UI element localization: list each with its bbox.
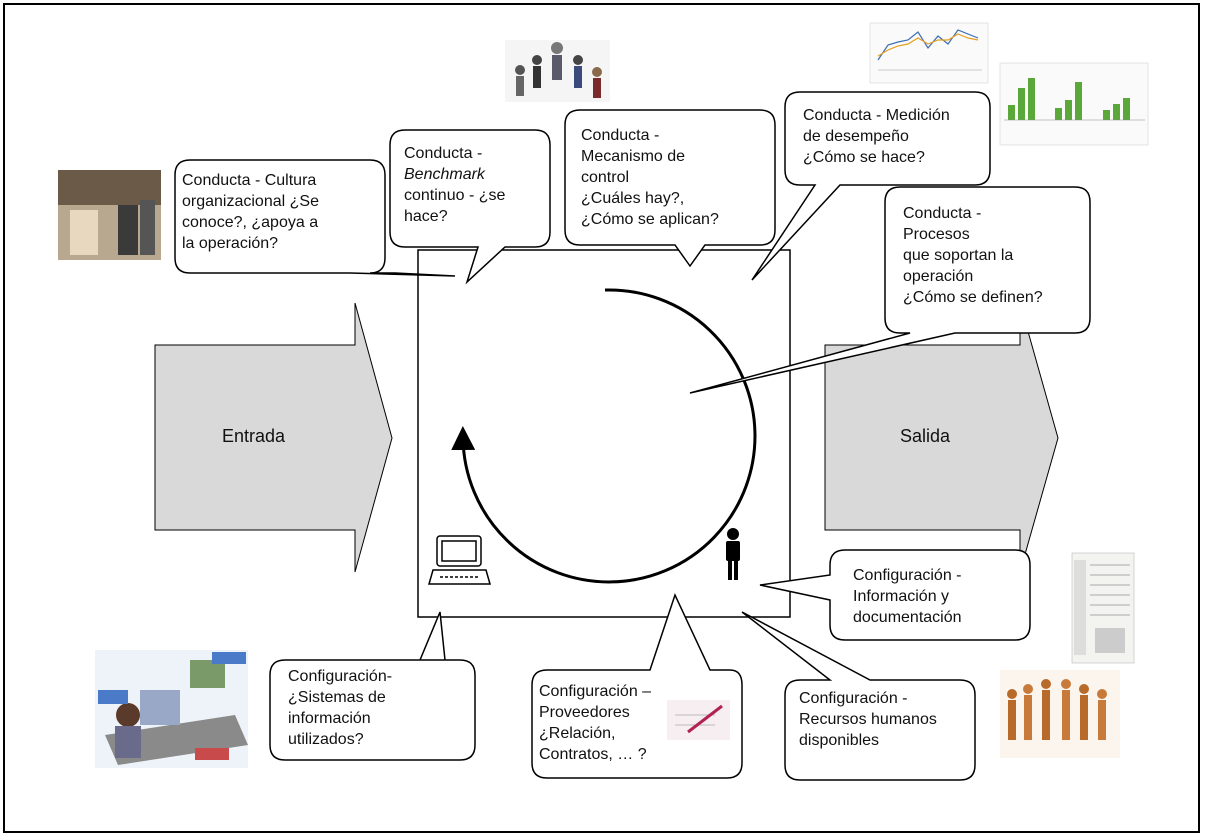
callout-control-bubble <box>564 109 776 268</box>
cycle-arrow <box>451 288 757 584</box>
callout-recursos-bubble <box>741 611 976 781</box>
output-label: Salida <box>900 426 951 446</box>
bar-charts-image <box>999 62 1149 146</box>
callout-control-text: Conducta - Mecanismo de control ¿Cuáles … <box>581 127 719 228</box>
callout-benchmark-text: Conducta - Benchmark continuo - ¿se hace… <box>404 145 506 225</box>
information-system-image <box>95 650 248 768</box>
callout-sistemas-bubble <box>269 611 476 761</box>
callout-informacion-bubble <box>759 549 1031 641</box>
signing-pen-image <box>667 700 730 740</box>
person-icon <box>726 528 740 580</box>
output-arrow <box>824 302 1059 573</box>
team-people-image <box>505 40 610 102</box>
callout-recursos-text: Configuración - Recursos humanos disponi… <box>799 690 937 749</box>
callout-medicion-bubble <box>751 91 991 281</box>
line-chart-image <box>869 22 989 84</box>
human-resources-image <box>1000 670 1120 758</box>
input-label: Entrada <box>222 426 286 446</box>
document-image <box>1071 552 1135 664</box>
callout-procesos-bubble <box>689 186 1091 394</box>
computer-icon <box>428 535 491 585</box>
callout-procesos-text: Conducta - Procesos que soportan la oper… <box>903 205 1043 306</box>
callout-medicion-text: Conducta - Medición de desempeño ¿Cómo s… <box>803 107 950 166</box>
callout-cultura-bubble <box>174 159 456 277</box>
callout-proveedores-text: Configuración – Proveedores ¿Relación, C… <box>539 683 652 763</box>
callout-cultura-text: Conducta - Cultura organizacional ¿Se co… <box>182 172 319 252</box>
diagram-frame <box>3 3 1200 833</box>
callout-sistemas-text: Configuración- ¿Sistemas de información … <box>288 668 393 748</box>
callout-benchmark-bubble <box>389 129 551 285</box>
input-arrow <box>154 302 393 573</box>
office-people-image <box>58 170 161 260</box>
callout-informacion-text: Configuración - Información y documentac… <box>853 567 962 626</box>
